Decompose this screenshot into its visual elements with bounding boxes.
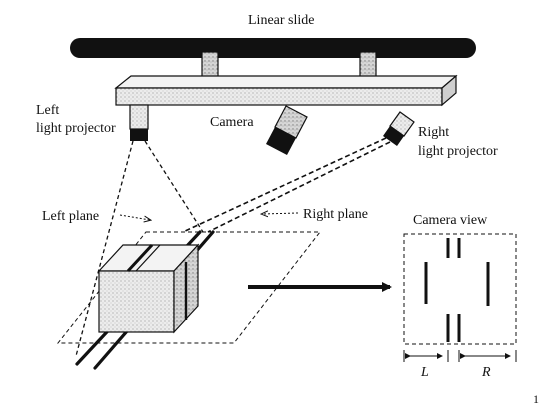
dimension-L: [403, 350, 449, 362]
left-projector-label-line2: light projector: [36, 121, 116, 136]
linear-slide: [70, 38, 476, 58]
left-projector-label-line1: Left: [36, 103, 59, 118]
carriage-bar: [114, 74, 458, 107]
right-projector-label-line1: Right: [418, 125, 449, 140]
left-light-beam: [75, 140, 204, 357]
right-projector: [383, 111, 415, 146]
light-plane-outline: [56, 231, 322, 344]
linear-slide-label: Linear slide: [248, 13, 314, 28]
camera-view-frame: [403, 233, 517, 345]
right-projector-label-line2: light projector: [418, 144, 498, 159]
dimension-L-label: L: [420, 365, 429, 380]
right-light-beam: [182, 137, 391, 233]
right-plane-pointer: [262, 213, 299, 214]
camera: [266, 105, 308, 155]
corner-mark: 1: [533, 392, 539, 405]
dimension-R-label: R: [481, 365, 491, 380]
camera-label: Camera: [210, 115, 254, 130]
dimension-R: [458, 350, 517, 362]
left-projector: [129, 104, 149, 141]
camera-view-title: Camera view: [413, 213, 488, 228]
right-plane-label: Right plane: [303, 207, 368, 222]
left-plane-label: Left plane: [42, 209, 99, 224]
left-plane-pointer: [119, 214, 150, 220]
target-box: [97, 243, 200, 334]
camera-view-stripes: [424, 238, 490, 342]
